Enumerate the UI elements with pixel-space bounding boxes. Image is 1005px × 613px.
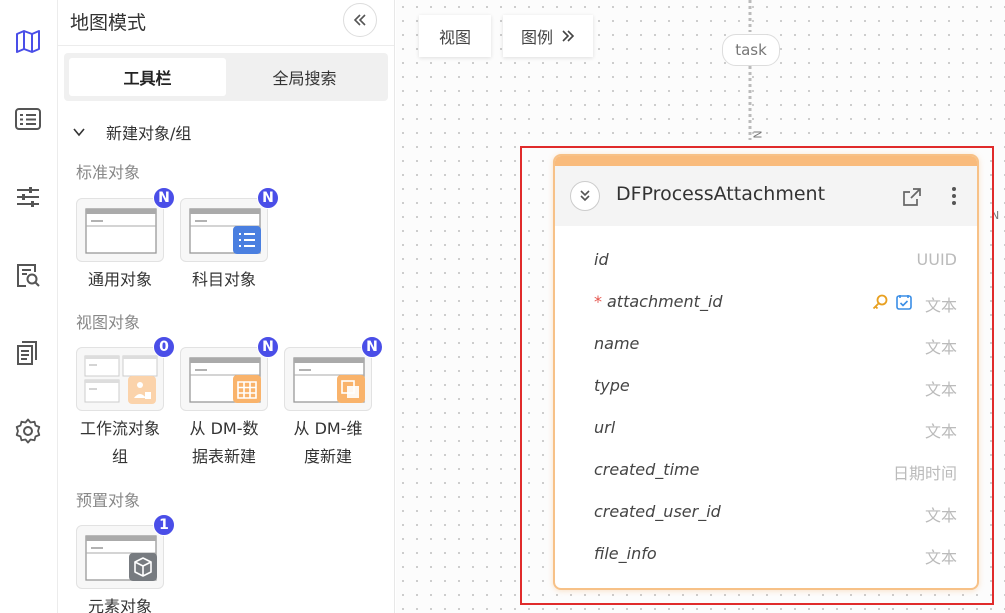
relation-marker-top: N — [750, 130, 764, 139]
field-name: name — [594, 334, 640, 353]
group-header-label: 新建对象/组 — [106, 124, 192, 143]
chevron-down-icon — [73, 128, 85, 137]
field-row-url[interactable]: url 文本 — [555, 408, 977, 450]
collapse-panel-button[interactable] — [343, 3, 377, 37]
sliders-icon[interactable] — [13, 182, 43, 212]
legend-button[interactable]: 图例 — [503, 15, 593, 57]
field-name: *attachment_id — [594, 292, 723, 311]
field-name: id — [594, 250, 609, 269]
field-type: 文本 — [924, 422, 957, 441]
tile-element-object[interactable]: 1 元素对象 — [76, 514, 180, 613]
map-icon[interactable] — [13, 26, 43, 56]
double-chevron-down-icon — [580, 190, 590, 202]
field-type: 文本 — [924, 506, 957, 525]
field-row-created-user-id[interactable]: created_user_id 文本 — [555, 492, 977, 534]
section-label-preset: 预置对象 — [76, 491, 141, 510]
double-chevron-left-icon — [353, 14, 366, 26]
tile-thumbnail — [76, 525, 164, 589]
tile-thumbnail — [180, 198, 268, 262]
tile-badge: N — [153, 187, 175, 209]
field-name: url — [594, 418, 616, 437]
group-header-new-object[interactable]: 新建对象/组 — [72, 120, 191, 144]
view-button[interactable]: 视图 — [419, 15, 491, 57]
relation-line — [748, 0, 752, 140]
entity-accent-bar — [555, 156, 977, 166]
tile-thumbnail — [284, 347, 372, 411]
field-type: 文本 — [924, 548, 957, 567]
field-type: 文本 — [924, 296, 957, 315]
tab-global-search[interactable]: 全局搜索 — [272, 69, 337, 88]
field-row-type[interactable]: type 文本 — [555, 366, 977, 408]
field-name: file_info — [594, 544, 657, 563]
search-doc-icon[interactable] — [13, 260, 43, 290]
tile-badge: N — [257, 187, 279, 209]
tile-badge: 0 — [153, 336, 175, 358]
field-icons — [871, 293, 913, 311]
pages-icon[interactable] — [13, 338, 43, 368]
key-icon — [872, 294, 888, 310]
field-row-id[interactable]: id UUID — [555, 240, 977, 282]
relation-marker-side: N — [991, 209, 1000, 222]
tab-toolbar[interactable]: 工具栏 — [69, 58, 226, 96]
tile-thumbnail — [76, 347, 164, 411]
tile-thumbnail — [76, 198, 164, 262]
relation-label-task[interactable]: task — [722, 34, 780, 66]
tile-generic-object[interactable]: N 通用对象 — [76, 187, 180, 298]
tile-from-dm-dimension[interactable]: N 从 DM-维度新建 — [284, 336, 388, 473]
map-canvas[interactable]: 视图 图例 task N N DFProcessAttachment id UU… — [396, 0, 1005, 613]
field-row-file-info[interactable]: file_info 文本 — [555, 534, 977, 576]
open-external-icon[interactable] — [901, 186, 923, 208]
entity-collapse-button[interactable] — [570, 181, 600, 211]
field-row-name[interactable]: name 文本 — [555, 324, 977, 366]
tile-badge: N — [361, 336, 383, 358]
field-type: UUID — [916, 250, 957, 269]
panel-title: 地图模式 — [70, 12, 147, 34]
selection-frame — [520, 146, 994, 605]
tile-label: 元素对象 — [87, 597, 152, 613]
field-name: created_user_id — [594, 502, 721, 521]
gear-icon[interactable] — [13, 416, 43, 446]
icon-rail — [0, 0, 58, 613]
double-chevron-right-icon — [562, 30, 575, 42]
tile-label: 工作流对象组 — [79, 419, 160, 466]
field-row-created-time[interactable]: created_time 日期时间 — [555, 450, 977, 492]
panel-tabs: 工具栏 全局搜索 — [64, 53, 388, 101]
field-type: 文本 — [924, 380, 957, 399]
field-type: 日期时间 — [892, 464, 957, 483]
field-row-attachment-id[interactable]: *attachment_id 文本 — [555, 282, 977, 324]
tile-badge: N — [257, 336, 279, 358]
panel-header: 地图模式 — [58, 0, 394, 46]
tile-workflow-group[interactable]: 0 工作流对象组 — [76, 336, 180, 473]
index-checkbox-icon — [896, 295, 912, 310]
entity-card[interactable]: DFProcessAttachment id UUID *attachment_… — [553, 154, 979, 590]
required-marker: * — [594, 292, 602, 311]
field-type: 文本 — [924, 338, 957, 357]
field-name: created_time — [594, 460, 700, 479]
tile-label: 科目对象 — [191, 270, 256, 289]
tile-subject-object[interactable]: N 科目对象 — [180, 187, 284, 298]
tile-label: 从 DM-数据表新建 — [189, 419, 259, 466]
section-label-standard: 标准对象 — [76, 163, 141, 182]
entity-header: DFProcessAttachment — [555, 166, 977, 226]
tile-badge: 1 — [153, 514, 175, 536]
list-icon[interactable] — [13, 104, 43, 134]
more-vertical-icon[interactable] — [951, 185, 957, 207]
tile-label: 通用对象 — [87, 270, 152, 289]
tile-from-dm-table[interactable]: N 从 DM-数据表新建 — [180, 336, 284, 473]
field-name: type — [594, 376, 630, 395]
object-panel: 地图模式 工具栏 全局搜索 新建对象/组 标准对象 N 通用对象 N 科目对象 … — [58, 0, 395, 613]
section-label-view: 视图对象 — [76, 313, 141, 332]
entity-name: DFProcessAttachment — [616, 183, 826, 205]
tile-thumbnail — [180, 347, 268, 411]
tile-label: 从 DM-维度新建 — [293, 419, 363, 466]
